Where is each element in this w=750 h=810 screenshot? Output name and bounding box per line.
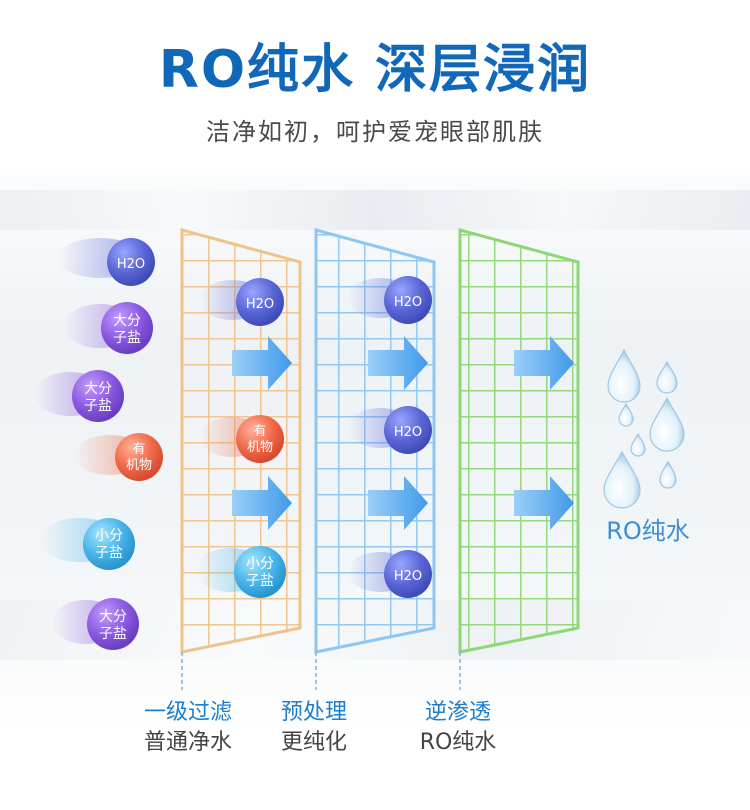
output-label: RO纯水 [606, 517, 690, 545]
svg-text:子盐: 子盐 [246, 573, 274, 589]
stage-result: RO纯水 [419, 730, 497, 755]
svg-text:子盐: 子盐 [113, 330, 141, 346]
water-drop-icon [630, 432, 646, 457]
svg-text:子盐: 子盐 [99, 626, 127, 642]
stage-result: 普通净水 [143, 730, 232, 755]
arrow-icon [232, 476, 292, 530]
molecule-small-salt: 小分 子盐 [196, 546, 286, 598]
stage-label-2: 预处理 更纯化 [244, 698, 384, 758]
svg-text:H2O: H2O [394, 425, 422, 440]
molecule-large-salt: 大分 子盐 [34, 370, 124, 422]
svg-text:机物: 机物 [126, 458, 152, 473]
svg-text:H2O: H2O [246, 297, 274, 312]
arrow-icon [368, 336, 428, 390]
arrow-icon [232, 336, 292, 390]
stage-label-3: 逆渗透 RO纯水 [388, 698, 528, 758]
water-drop-icon [603, 450, 641, 509]
arrow-icon [514, 336, 574, 390]
page-title: RO纯水 深层浸润 [158, 40, 592, 100]
page-subtitle: 洁净如初，呵护爱宠眼部肌肤 [206, 118, 544, 146]
stage-name: 预处理 [280, 700, 347, 725]
stage-name: 一级过滤 [143, 700, 232, 725]
molecule-h2o: H2O [58, 238, 155, 286]
water-drop-icon [656, 360, 678, 394]
svg-text:小分: 小分 [246, 556, 274, 572]
water-drop-icon [649, 396, 685, 452]
arrow-icon [368, 476, 428, 530]
molecule-h2o: H2O [348, 550, 432, 598]
molecule-organic: 有 机物 [74, 433, 163, 481]
water-drop-icon [659, 460, 677, 489]
svg-text:大分: 大分 [113, 313, 141, 329]
svg-text:H2O: H2O [394, 569, 422, 584]
svg-text:大分: 大分 [84, 381, 112, 397]
arrow-icon [514, 476, 574, 530]
filter-grid-stage3 [458, 228, 580, 690]
molecule-large-salt: 大分 子盐 [64, 302, 153, 354]
svg-text:子盐: 子盐 [95, 545, 123, 561]
molecule-h2o: H2O [348, 406, 432, 454]
svg-text:H2O: H2O [394, 295, 422, 310]
water-drop-icon [607, 348, 641, 403]
water-drop-icon [618, 402, 634, 427]
molecule-small-salt: 小分 子盐 [40, 518, 135, 570]
svg-text:有: 有 [132, 442, 145, 457]
molecule-organic: 有 机物 [200, 415, 284, 463]
background-blur-top [0, 190, 750, 230]
molecule-h2o: H2O [348, 276, 432, 324]
svg-text:大分: 大分 [99, 609, 127, 625]
svg-text:H2O: H2O [117, 257, 145, 272]
svg-text:有: 有 [253, 424, 266, 439]
molecule-h2o: H2O [200, 278, 284, 326]
svg-text:小分: 小分 [95, 528, 123, 544]
stage-label-1: 一级过滤 普通净水 [118, 698, 258, 758]
molecule-large-salt: 大分 子盐 [52, 598, 139, 650]
stage-name: 逆渗透 [424, 700, 491, 725]
svg-text:机物: 机物 [247, 440, 273, 455]
stage-result: 更纯化 [280, 730, 347, 755]
svg-text:子盐: 子盐 [84, 398, 112, 414]
